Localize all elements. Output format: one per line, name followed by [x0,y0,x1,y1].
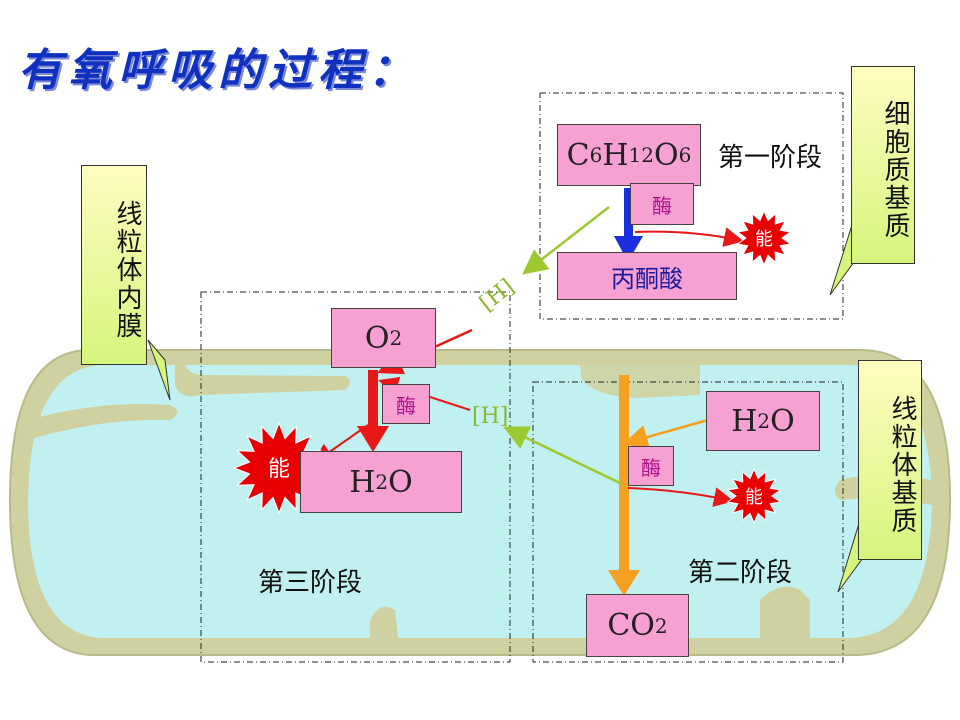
pyruvate-box: 丙酮酸 [557,252,737,300]
stage3-label: 第三阶段 [258,568,363,598]
hydrogen-label-stage2: [H] [472,404,509,429]
crista [370,606,398,638]
energy-label: 能 [745,487,763,508]
crista [175,362,350,397]
stage2-label: 第二阶段 [688,558,793,588]
hydrogen-arrow-stage1 [522,206,610,275]
enzyme-box-stage3: 酶 [382,384,430,424]
stage1-arrow-head [614,236,643,262]
crista [28,404,178,440]
stage3-arrow-shaft [368,370,378,430]
energy-burst-stage2: 能 [726,467,782,525]
enzyme-box-stage1: 酶 [630,183,694,225]
crista [760,586,810,638]
hydrogen-arrow-stage2 [503,426,623,486]
enzyme-box-stage2: 酶 [628,446,674,486]
stage1-arrow-shaft [624,188,633,240]
callout-inner-membrane: 线粒体内膜 [81,165,147,365]
callout-pointer [147,339,171,401]
stage2-energy-arrow [627,487,734,507]
stage1-energy-arrow [634,227,744,247]
stage1-region [539,92,844,320]
water-in-arrow [622,418,709,450]
energy-label: 能 [755,229,773,250]
callout-mito-matrix: 线粒体基质 [858,360,922,560]
energy-burst-stage1: 能 [736,209,792,267]
stage3-region [200,291,511,663]
stage2-arrow-head [608,570,640,596]
page-title: 有氧呼吸的过程： [18,45,418,96]
stage1-label: 第一阶段 [718,143,823,173]
energy-label: 能 [268,457,290,482]
stage3-arrow-head [357,426,389,452]
callout-cytoplasm-matrix: 细胞质基质 [851,66,915,264]
stage2-region [532,381,844,663]
stage2-arrow-shaft [619,375,629,575]
